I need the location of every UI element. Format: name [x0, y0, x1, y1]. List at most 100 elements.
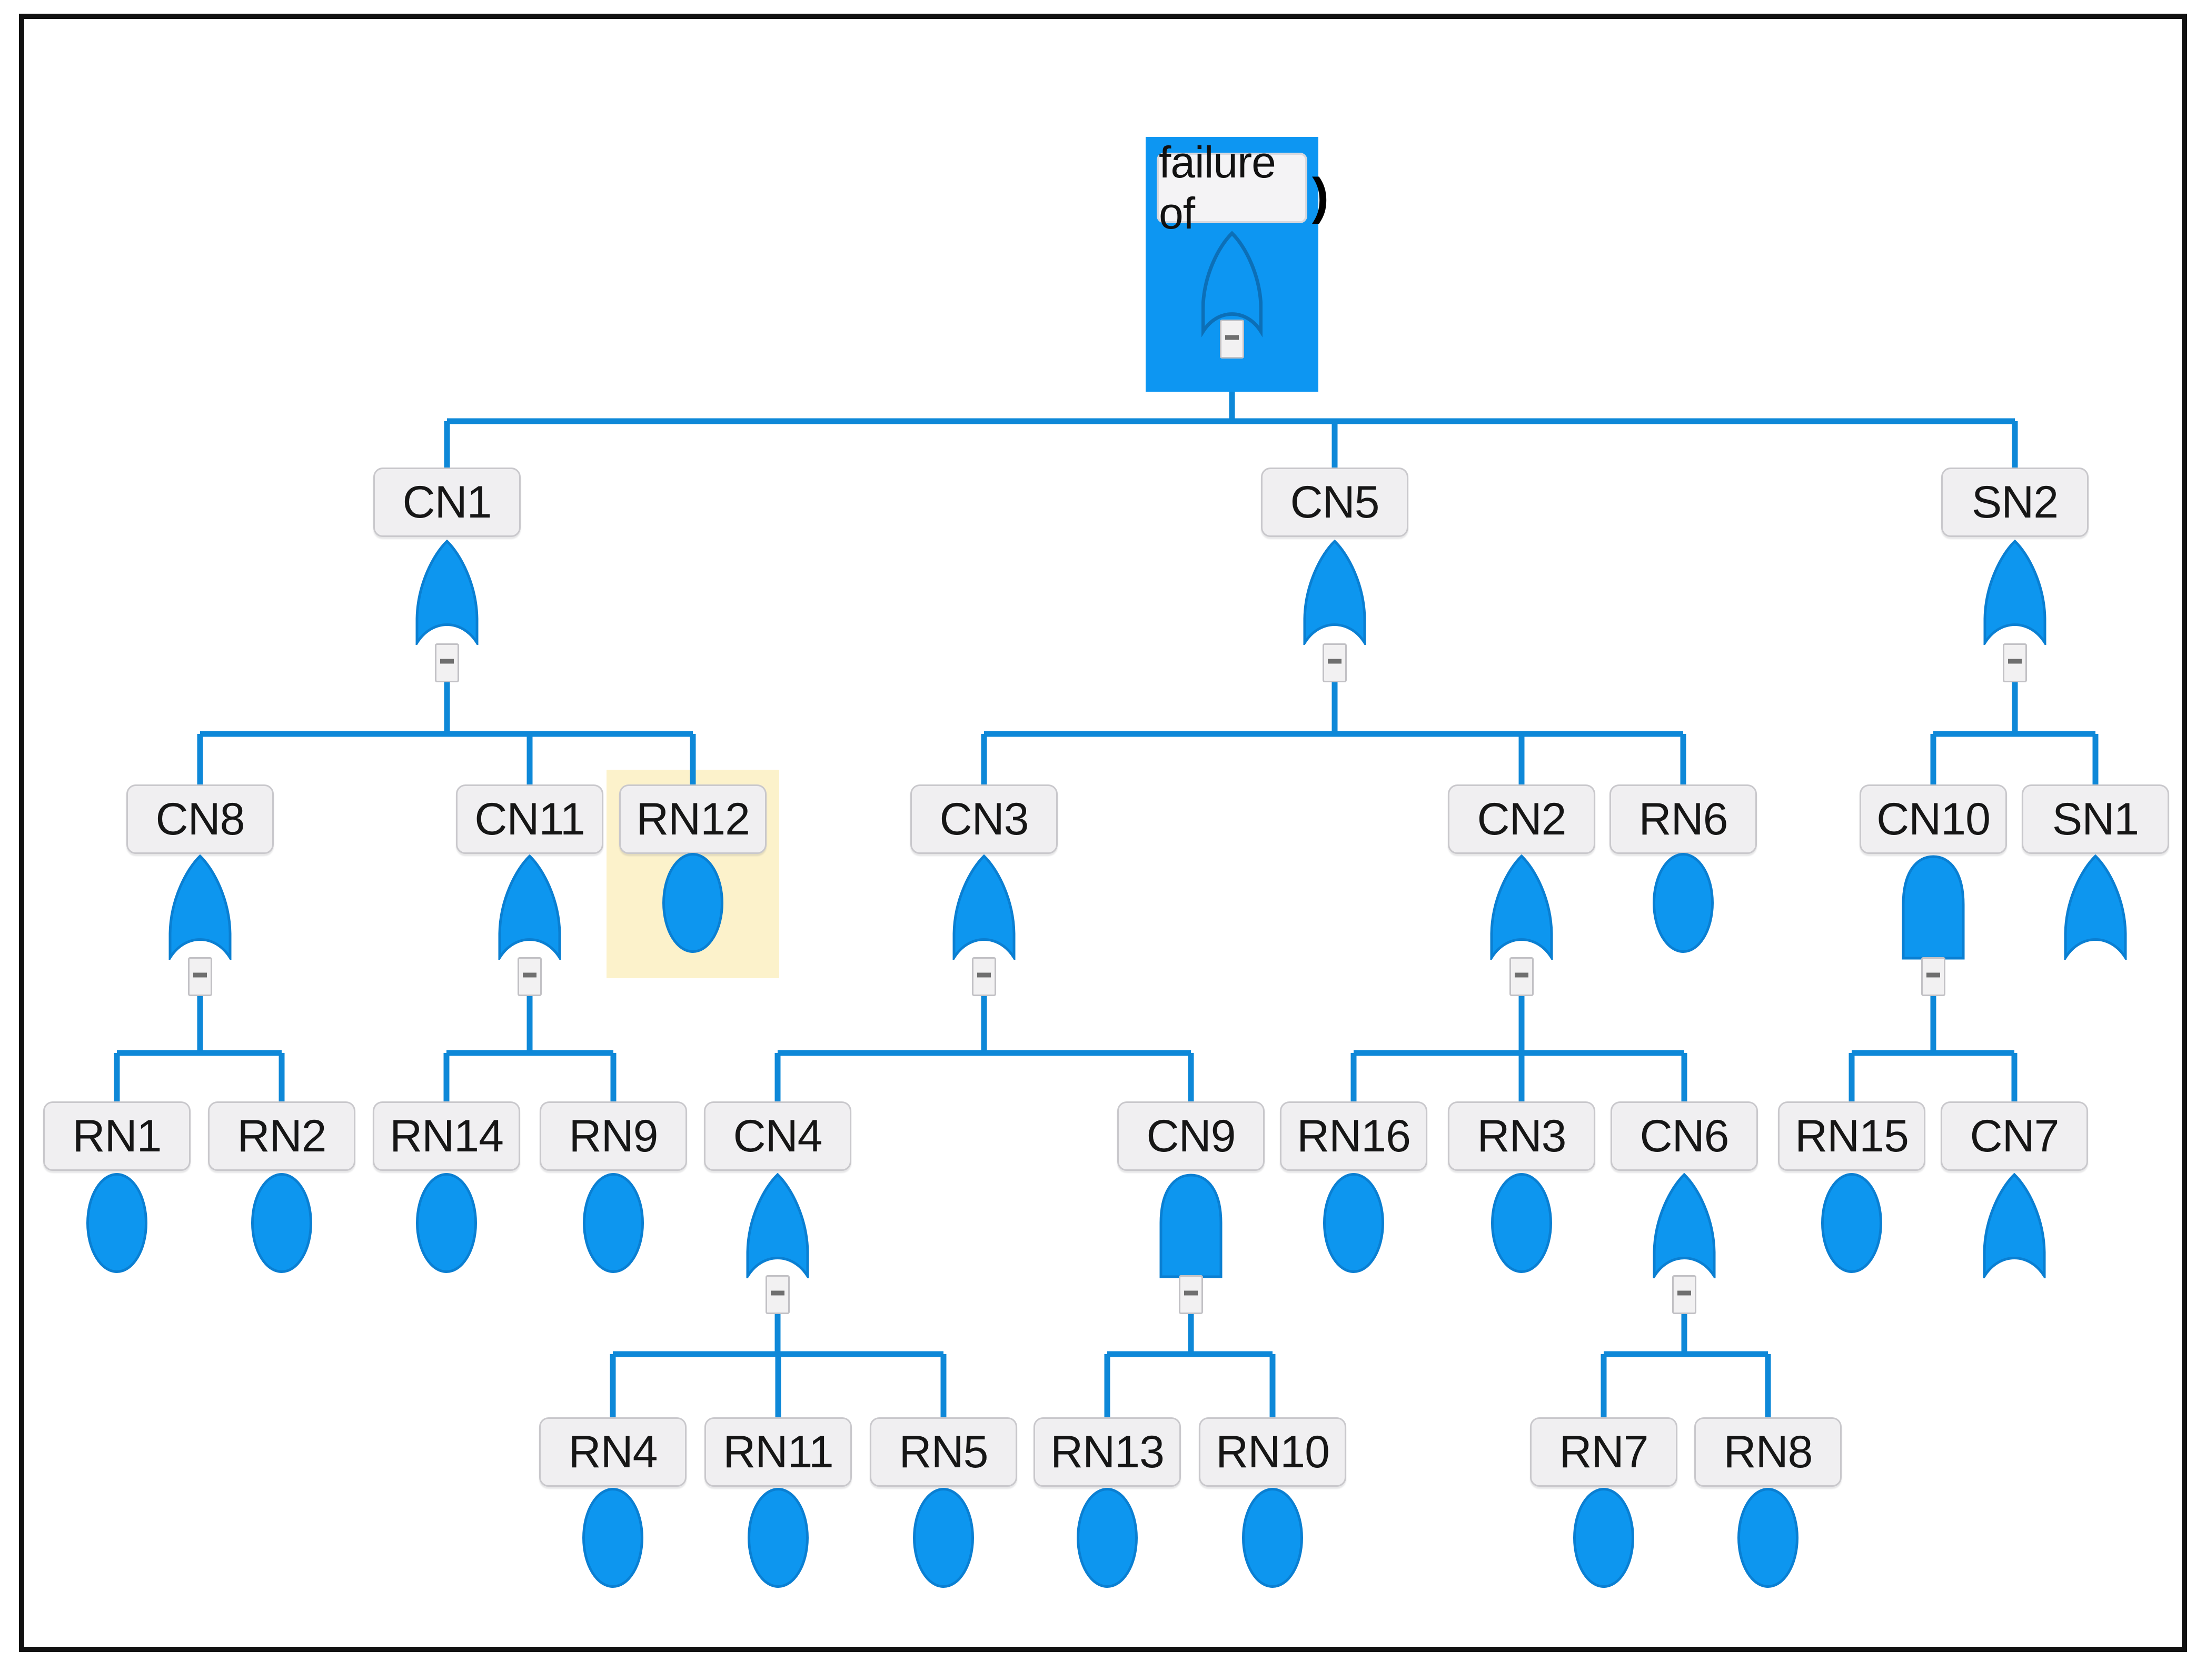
or-gate-icon[interactable] — [952, 854, 1016, 960]
root-suffix-text: ) — [1312, 168, 1329, 224]
node-label-RN2[interactable]: RN2 — [208, 1101, 355, 1171]
node-label-CN3[interactable]: CN3 — [910, 784, 1058, 854]
or-gate-shape — [2064, 854, 2127, 960]
or-gate-shape — [1201, 231, 1263, 337]
root-or-gate-icon[interactable] — [1201, 223, 1263, 342]
minus-icon — [771, 1290, 784, 1296]
node-label-RN3[interactable]: RN3 — [1448, 1101, 1595, 1171]
and-gate-shape — [1902, 855, 1965, 960]
node-label-RN16[interactable]: RN16 — [1280, 1101, 1427, 1171]
or-gate-icon[interactable] — [498, 854, 561, 960]
node-label-RN7[interactable]: RN7 — [1530, 1417, 1677, 1487]
diagram-frame — [19, 14, 2187, 1652]
or-gate-icon[interactable] — [1490, 854, 1553, 960]
node-label-RN10[interactable]: RN10 — [1199, 1417, 1346, 1487]
minus-icon — [193, 972, 207, 978]
node-label-CN11[interactable]: CN11 — [456, 784, 603, 854]
or-gate-shape — [1490, 854, 1553, 960]
collapse-button[interactable] — [1672, 1275, 1696, 1314]
basic-event-icon[interactable] — [251, 1173, 312, 1273]
node-label-RN13[interactable]: RN13 — [1034, 1417, 1181, 1487]
collapse-button[interactable] — [1323, 643, 1347, 682]
node-label-RN4[interactable]: RN4 — [539, 1417, 687, 1487]
node-label-RN12[interactable]: RN12 — [619, 784, 767, 854]
basic-event-icon[interactable] — [1653, 853, 1714, 953]
collapse-button[interactable] — [1509, 957, 1534, 996]
node-label-RN8[interactable]: RN8 — [1694, 1417, 1842, 1487]
basic-event-icon[interactable] — [1323, 1173, 1384, 1273]
or-gate-shape — [415, 540, 479, 645]
collapse-button[interactable] — [972, 957, 996, 996]
root-label[interactable]: failure of — [1157, 137, 1307, 238]
collapse-button[interactable] — [188, 957, 212, 996]
node-label-RN15[interactable]: RN15 — [1778, 1101, 1925, 1171]
basic-event-icon[interactable] — [748, 1488, 809, 1588]
minus-icon — [1515, 972, 1528, 978]
basic-event-icon[interactable] — [583, 1173, 644, 1273]
or-gate-icon[interactable] — [168, 854, 232, 960]
or-gate-icon[interactable] — [1653, 1173, 1716, 1278]
collapse-button[interactable] — [435, 643, 459, 682]
node-label-RN9[interactable]: RN9 — [540, 1101, 687, 1171]
collapse-button[interactable] — [1179, 1275, 1203, 1314]
node-label-CN8[interactable]: CN8 — [126, 784, 274, 854]
collapse-button[interactable] — [766, 1275, 790, 1314]
node-label-RN14[interactable]: RN14 — [373, 1101, 520, 1171]
basic-event-icon[interactable] — [1077, 1488, 1138, 1588]
minus-icon — [440, 659, 454, 664]
node-label-RN1[interactable]: RN1 — [43, 1101, 191, 1171]
or-gate-shape — [1653, 1173, 1716, 1278]
node-label-CN6[interactable]: CN6 — [1611, 1101, 1758, 1171]
node-label-CN9[interactable]: CN9 — [1117, 1101, 1265, 1171]
basic-event-icon[interactable] — [662, 853, 723, 953]
or-gate-icon[interactable] — [1303, 540, 1366, 645]
minus-icon — [2008, 659, 2022, 664]
basic-event-icon[interactable] — [1491, 1173, 1552, 1273]
node-label-CN5[interactable]: CN5 — [1261, 468, 1408, 537]
node-label-SN1[interactable]: SN1 — [2022, 784, 2169, 854]
collapse-button[interactable] — [518, 957, 542, 996]
or-gate-icon[interactable] — [746, 1173, 809, 1278]
or-gate-icon[interactable] — [415, 540, 479, 645]
basic-event-icon[interactable] — [86, 1173, 147, 1273]
and-gate-icon[interactable] — [1159, 1173, 1223, 1278]
minus-icon — [977, 972, 991, 978]
or-gate-shape — [1303, 540, 1366, 645]
minus-icon — [1926, 972, 1940, 978]
node-label-CN1[interactable]: CN1 — [373, 468, 521, 537]
minus-icon — [1677, 1290, 1691, 1296]
or-gate-shape — [168, 854, 232, 960]
basic-event-icon[interactable] — [913, 1488, 974, 1588]
node-label-RN11[interactable]: RN11 — [704, 1417, 852, 1487]
collapse-button[interactable] — [2003, 643, 2027, 682]
basic-event-icon[interactable] — [1737, 1488, 1798, 1588]
or-gate-shape — [746, 1173, 809, 1278]
collapse-button[interactable] — [1921, 957, 1945, 996]
minus-icon — [1225, 335, 1239, 340]
or-gate-shape — [952, 854, 1016, 960]
and-gate-shape — [1159, 1174, 1223, 1278]
node-label-CN10[interactable]: CN10 — [1860, 784, 2007, 854]
minus-icon — [1184, 1290, 1198, 1296]
minus-icon — [523, 972, 536, 978]
node-label-CN7[interactable]: CN7 — [1941, 1101, 2088, 1171]
collapse-button[interactable] — [1220, 320, 1244, 359]
basic-event-icon[interactable] — [1242, 1488, 1303, 1588]
or-gate-icon[interactable] — [1983, 540, 2046, 645]
or-gate-icon[interactable] — [2064, 854, 2127, 960]
basic-event-icon[interactable] — [582, 1488, 643, 1588]
node-label-RN6[interactable]: RN6 — [1609, 784, 1757, 854]
node-label-CN4[interactable]: CN4 — [704, 1101, 851, 1171]
node-label-RN5[interactable]: RN5 — [870, 1417, 1017, 1487]
or-gate-shape — [1983, 540, 2046, 645]
basic-event-icon[interactable] — [1821, 1173, 1882, 1273]
or-gate-shape — [1983, 1173, 2046, 1278]
minus-icon — [1328, 659, 1342, 664]
and-gate-icon[interactable] — [1902, 854, 1965, 960]
node-label-CN2[interactable]: CN2 — [1448, 784, 1595, 854]
basic-event-icon[interactable] — [1573, 1488, 1634, 1588]
basic-event-icon[interactable] — [416, 1173, 477, 1273]
or-gate-icon[interactable] — [1983, 1173, 2046, 1278]
node-label-SN2[interactable]: SN2 — [1941, 468, 2089, 537]
